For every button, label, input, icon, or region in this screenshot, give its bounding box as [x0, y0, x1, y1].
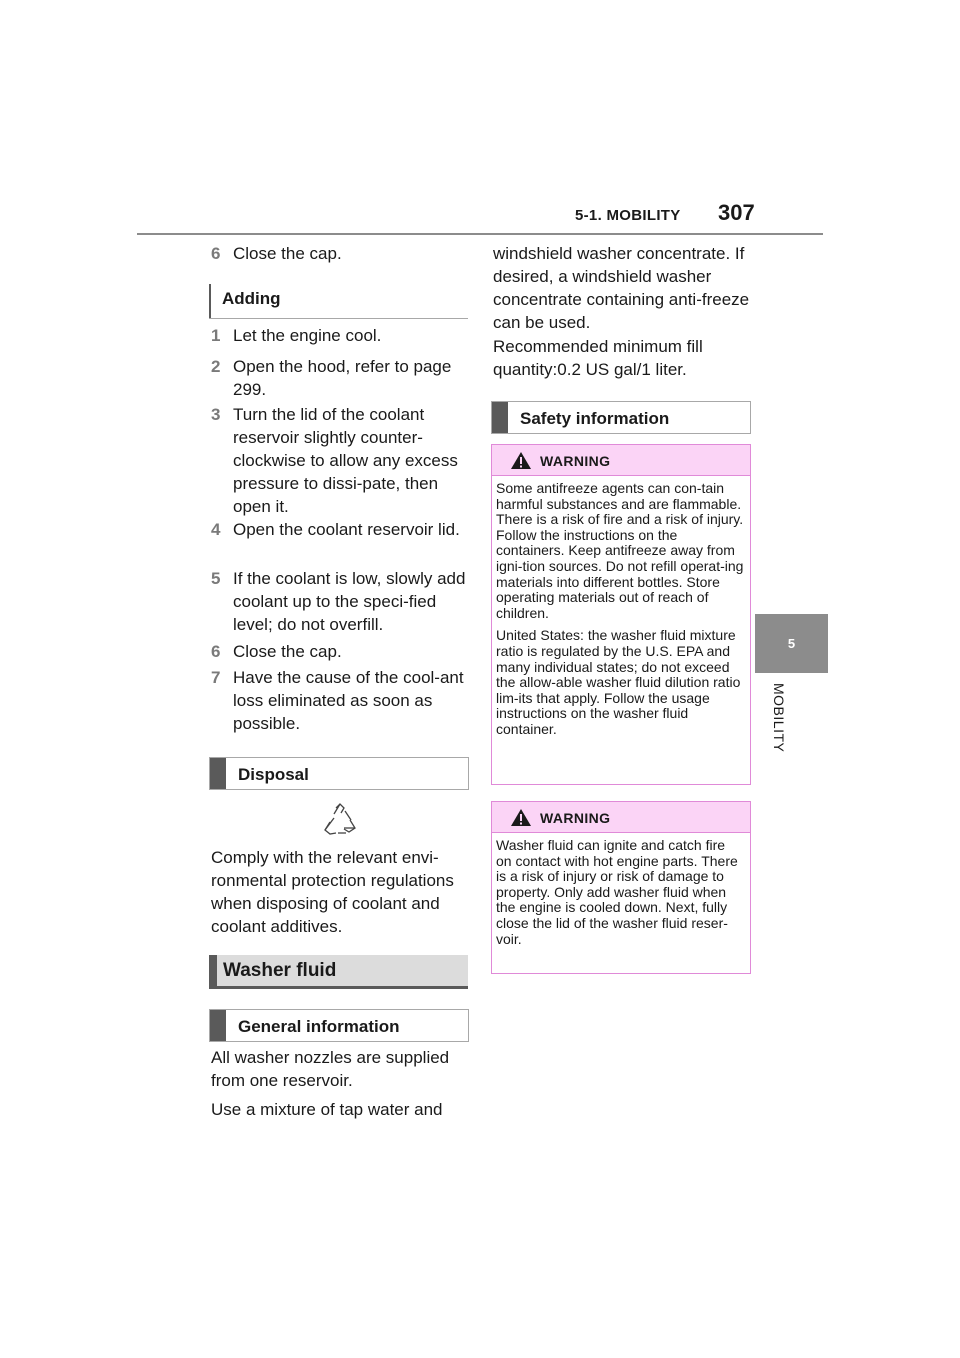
heading-label: Washer fluid	[223, 960, 337, 981]
warning-title: WARNING	[540, 810, 611, 826]
disposal-text: Comply with the relevant envi-ronmental …	[211, 848, 454, 936]
step-number: 1	[211, 326, 221, 345]
list-item: 5 If the coolant is low, slowly add cool…	[211, 567, 471, 636]
general-paragraph-2: Use a mixture of tap water and	[211, 1100, 443, 1119]
list-item: 2 Open the hood, refer to page 299.	[211, 355, 471, 401]
step-number: 7	[211, 668, 221, 687]
heading-general-information: General information	[209, 1009, 469, 1042]
page-number: 307	[718, 200, 755, 225]
warning-title: WARNING	[540, 453, 611, 469]
heading-washer-fluid: Washer fluid	[209, 955, 468, 989]
warning-header: WARNING	[492, 802, 750, 833]
min-fill-text: Recommended minimum fill quantity:0.2 US…	[493, 337, 703, 379]
step-number: 6	[211, 642, 221, 661]
step-text: Close the cap.	[233, 642, 342, 661]
chapter-tab: 5	[755, 614, 828, 673]
header-divider	[137, 233, 823, 235]
step-text: Close the cap.	[233, 244, 342, 263]
recycle-icon	[322, 802, 358, 843]
step-number: 5	[211, 569, 221, 588]
heading-label: General information	[238, 1017, 400, 1036]
step-number: 6	[211, 244, 221, 263]
chapter-number: 5	[787, 636, 796, 651]
chapter-label: MOBILITY	[771, 683, 787, 753]
warning-content: Washer fluid can ignite and catch fire o…	[492, 833, 750, 953]
heading-safety-information: Safety information	[491, 401, 751, 434]
list-item: 6 Close the cap.	[211, 640, 471, 663]
step-text: Turn the lid of the coolant reservoir sl…	[233, 405, 458, 516]
heading-label: Safety information	[520, 409, 670, 428]
list-item: 6 Close the cap.	[211, 242, 471, 265]
step-text: Open the coolant reservoir lid.	[233, 520, 460, 539]
heading-label: Disposal	[238, 765, 309, 784]
list-item: 7 Have the cause of the cool-ant loss el…	[211, 666, 471, 735]
step-text: Let the engine cool.	[233, 326, 382, 345]
warning-paragraph: Some antifreeze agents can con-tain harm…	[496, 480, 744, 621]
section-title: 5-1. MOBILITY	[575, 207, 681, 224]
chapter-side-label: MOBILITY	[769, 683, 789, 773]
warning-triangle-icon	[511, 452, 531, 469]
general-paragraph-1: All washer nozzles are supplied from one…	[211, 1048, 450, 1090]
warning-paragraph: United States: the washer fluid mixture …	[496, 627, 741, 737]
warning-content: Some antifreeze agents can con-tain harm…	[492, 476, 750, 744]
step-text: Open the hood, refer to page 299.	[233, 357, 452, 399]
list-item: 3 Turn the lid of the coolant reservoir …	[211, 403, 471, 518]
heading-adding: Adding	[209, 284, 468, 319]
heading-label: Adding	[222, 289, 281, 308]
heading-disposal: Disposal	[209, 757, 469, 790]
warning-paragraph: Washer fluid can ignite and catch fire o…	[496, 837, 738, 947]
warning-box-antifreeze: WARNING Some antifreeze agents can con-t…	[491, 444, 751, 785]
step-number: 3	[211, 405, 221, 424]
step-number: 4	[211, 520, 221, 539]
warning-box-washer-fluid: WARNING Washer fluid can ignite and catc…	[491, 801, 751, 974]
list-item: 4 Open the coolant reservoir lid.	[211, 518, 471, 541]
step-number: 2	[211, 357, 221, 376]
warning-triangle-icon	[511, 809, 531, 826]
washer-concentrate-text: windshield washer concentrate. If desire…	[493, 244, 750, 332]
step-text: Have the cause of the cool-ant loss elim…	[233, 668, 464, 733]
list-item: 1 Let the engine cool.	[211, 324, 471, 347]
step-text: If the coolant is low, slowly add coolan…	[233, 569, 466, 634]
warning-header: WARNING	[492, 445, 750, 476]
